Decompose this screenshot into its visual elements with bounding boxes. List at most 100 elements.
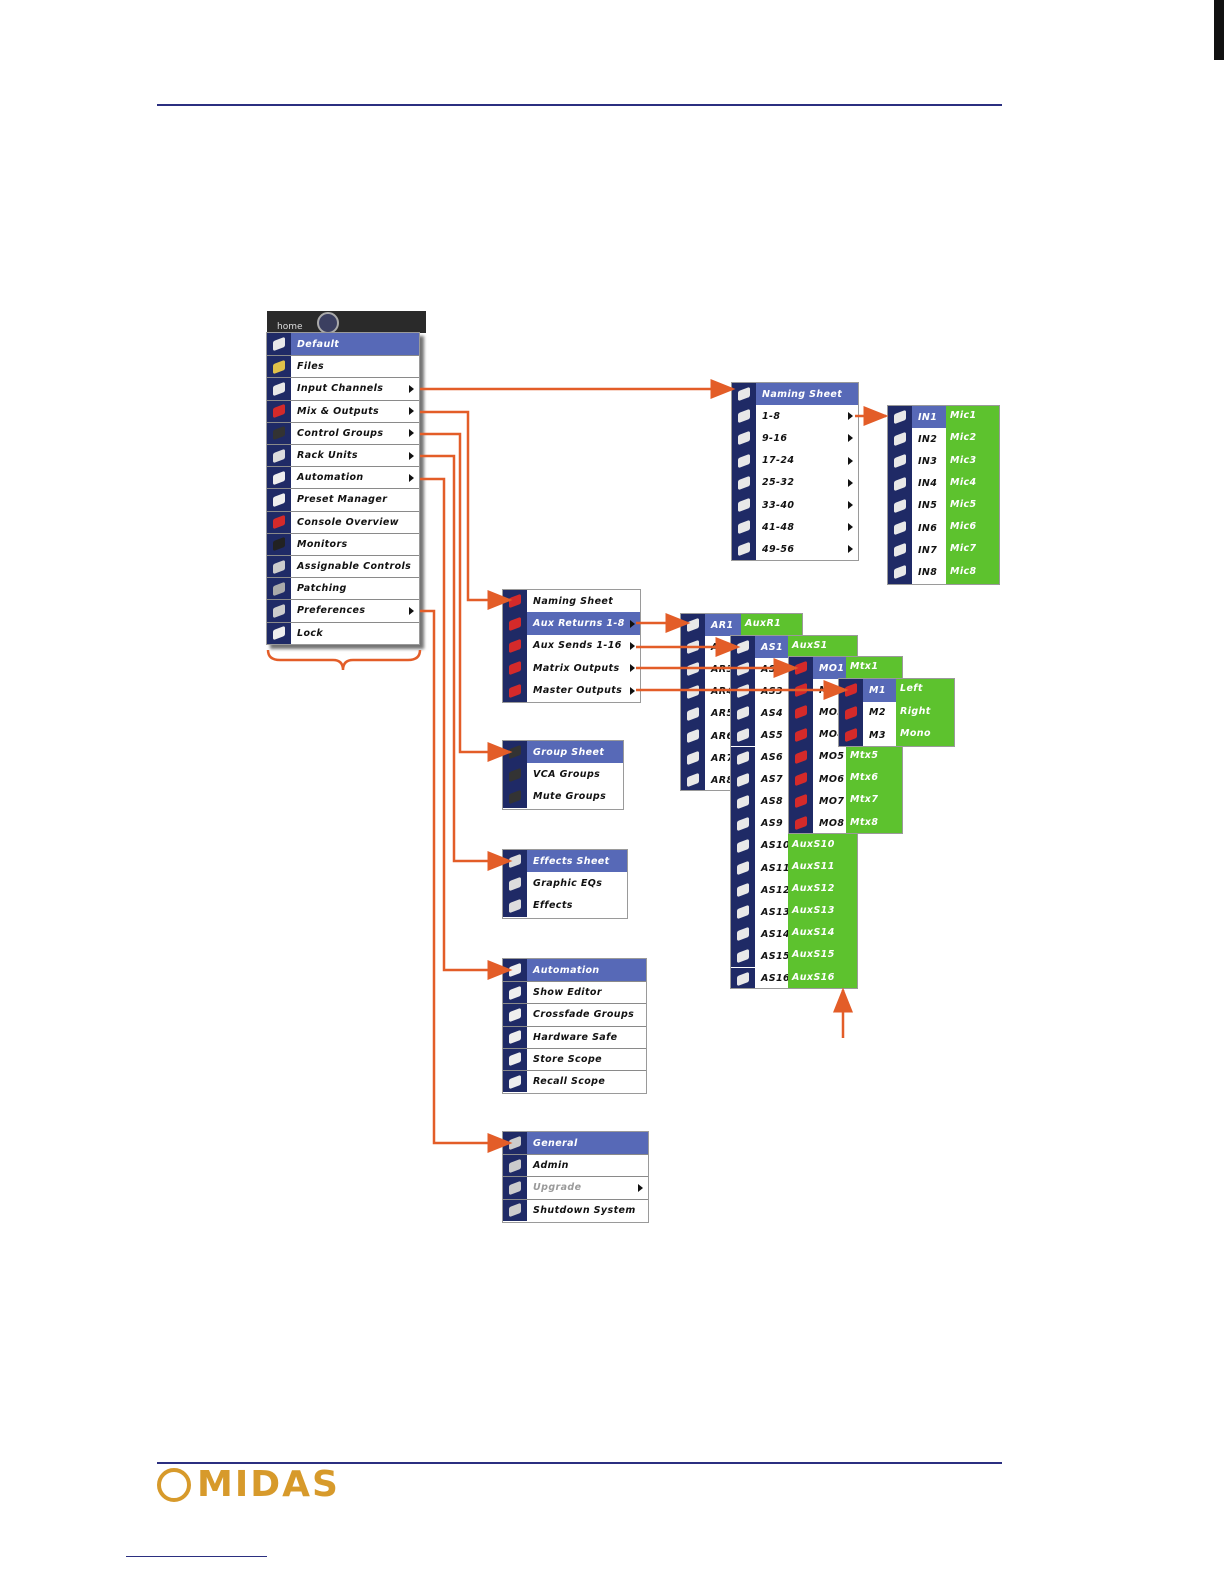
preferences-menu-item[interactable]: Shutdown System: [503, 1198, 648, 1221]
matrix-outputs-item[interactable]: MO4: [789, 723, 902, 746]
home-bar: home: [267, 311, 426, 333]
aux-sends-item[interactable]: AS6: [731, 746, 857, 769]
input-channels-menu-item[interactable]: 49-56: [732, 538, 858, 560]
input-channels-menu-item[interactable]: Naming Sheet: [732, 383, 858, 406]
aux-sends-item[interactable]: AS16: [731, 967, 857, 988]
main-menu-item[interactable]: Automation: [267, 466, 419, 489]
inputs-1-8-name: Mic6: [950, 521, 977, 533]
automation-menu-item[interactable]: Show Editor: [503, 981, 646, 1004]
preferences-menu-label: Admin: [533, 1160, 569, 1172]
master-outputs-item[interactable]: M3: [839, 724, 954, 746]
inputs-1-8-item[interactable]: IN6: [888, 517, 999, 540]
fader-red-icon: [503, 679, 527, 702]
fader-red-icon: [789, 745, 813, 768]
main-menu-item[interactable]: Patching: [267, 577, 419, 600]
aux-sends-item[interactable]: AS4: [731, 702, 857, 725]
matrix-outputs-item[interactable]: MO6: [789, 768, 902, 791]
main-menu-item[interactable]: Files: [267, 355, 419, 378]
aux-sends-item[interactable]: AS12: [731, 879, 857, 902]
inputs-1-8-label: IN7: [918, 544, 938, 556]
input-channels-menu-item[interactable]: 9-16: [732, 427, 858, 450]
inputs-1-8-item[interactable]: IN7: [888, 539, 999, 562]
main-menu-item[interactable]: Console Overview: [267, 510, 419, 533]
master-outputs-item[interactable]: M2: [839, 701, 954, 724]
main-menu-item[interactable]: Preset Manager: [267, 488, 419, 511]
matrix-outputs-label: MO5: [819, 751, 845, 763]
input-channels-menu-item[interactable]: 41-48: [732, 516, 858, 539]
aux-returns-item[interactable]: AR5: [681, 702, 802, 725]
inputs-1-8-item[interactable]: IN4: [888, 472, 999, 495]
input-channels-menu-item[interactable]: 1-8: [732, 405, 858, 428]
folder-icon: [267, 356, 291, 378]
matrix-outputs-item[interactable]: MO8: [789, 812, 902, 833]
mix-outputs-menu-item[interactable]: Aux Sends 1-16: [503, 634, 640, 658]
fader-icon: [731, 724, 755, 747]
aux-sends-item[interactable]: AS15: [731, 945, 857, 968]
submenu-arrow-icon: [630, 686, 635, 695]
input-channels-menu-item[interactable]: 17-24: [732, 449, 858, 472]
submenu-arrow-icon: [630, 619, 635, 628]
main-menu-item[interactable]: Control Groups: [267, 421, 419, 444]
main-menu-item[interactable]: Rack Units: [267, 444, 419, 467]
fader-icon: [731, 812, 755, 835]
main-menu-item[interactable]: Default: [267, 333, 419, 356]
main-menu-item[interactable]: Lock: [267, 621, 419, 644]
main-menu-item[interactable]: Monitors: [267, 532, 419, 555]
fader-icon: [681, 769, 705, 790]
main-menu-item[interactable]: Preferences: [267, 599, 419, 622]
vca-icon: [503, 763, 527, 786]
aux-sends-item[interactable]: AS7: [731, 768, 857, 791]
aux-sends-item[interactable]: AS11: [731, 857, 857, 880]
aux-returns-label: AR5: [711, 708, 734, 720]
mix-outputs-menu-item[interactable]: Master Outputs: [503, 679, 640, 702]
input-channels-menu-item[interactable]: 33-40: [732, 494, 858, 517]
preferences-menu-item[interactable]: Upgrade: [503, 1176, 648, 1199]
main-menu-item[interactable]: Input Channels: [267, 377, 419, 400]
aux-returns-item[interactable]: AR7: [681, 747, 802, 770]
control-groups-menu-item[interactable]: VCA Groups: [503, 763, 623, 786]
aux-returns-item[interactable]: AR6: [681, 725, 802, 748]
main-menu-item[interactable]: Assignable Controls: [267, 555, 419, 578]
aux-sends-item[interactable]: AS8: [731, 790, 857, 813]
automation-menu-item[interactable]: Crossfade Groups: [503, 1003, 646, 1026]
inputs-1-8-item[interactable]: IN3: [888, 450, 999, 473]
matrix-outputs-item[interactable]: MO7: [789, 790, 902, 813]
aux-returns-item[interactable]: AR4: [681, 680, 802, 703]
rack-units-menu-item[interactable]: Graphic EQs: [503, 872, 627, 895]
input-channels-menu-item[interactable]: 25-32: [732, 471, 858, 494]
inputs-1-8-item[interactable]: IN8: [888, 561, 999, 584]
aux-sends-item[interactable]: AS5: [731, 724, 857, 747]
mix-outputs-menu-label: Matrix Outputs: [533, 662, 620, 674]
main-menu-item[interactable]: Mix & Outputs: [267, 399, 419, 422]
aux-sends-name: AuxS16: [792, 971, 835, 983]
automation-menu-item[interactable]: Store Scope: [503, 1047, 646, 1070]
inputs-1-8-name: Mic8: [950, 565, 977, 577]
aux-sends-item[interactable]: AS13: [731, 901, 857, 924]
automation-menu-item[interactable]: Hardware Safe: [503, 1025, 646, 1048]
control-groups-menu-item[interactable]: Mute Groups: [503, 785, 623, 809]
inputs-1-8-item[interactable]: IN2: [888, 428, 999, 451]
aux-sends-label: AS12: [761, 884, 791, 896]
aux-returns-item[interactable]: AR3: [681, 658, 802, 681]
patch-icon: [267, 578, 291, 600]
submenu-arrow-icon: [848, 478, 853, 487]
aux-sends-item[interactable]: AS9: [731, 812, 857, 835]
aux-sends-item[interactable]: AS14: [731, 923, 857, 946]
mix-outputs-menu-item[interactable]: Matrix Outputs: [503, 657, 640, 680]
mix-outputs-menu-item[interactable]: Aux Returns 1-8: [503, 612, 640, 635]
automation-menu-item[interactable]: Recall Scope: [503, 1070, 646, 1093]
fader-icon: [731, 790, 755, 813]
fader-red-icon: [503, 634, 527, 658]
arrow-automation: [420, 477, 513, 980]
aux-sends-item[interactable]: AS10: [731, 834, 857, 857]
matrix-outputs-item[interactable]: MO3: [789, 701, 902, 724]
rack-units-menu-item[interactable]: Effects: [503, 894, 627, 918]
aux-returns-label: AR8: [711, 774, 734, 786]
aux-returns-item[interactable]: AR8: [681, 769, 802, 790]
fader-icon: [888, 539, 912, 562]
main-menu-label: Default: [297, 338, 340, 350]
matrix-outputs-item[interactable]: MO5: [789, 745, 902, 768]
preferences-menu-item[interactable]: Admin: [503, 1154, 648, 1177]
inputs-1-8-item[interactable]: IN5: [888, 494, 999, 517]
